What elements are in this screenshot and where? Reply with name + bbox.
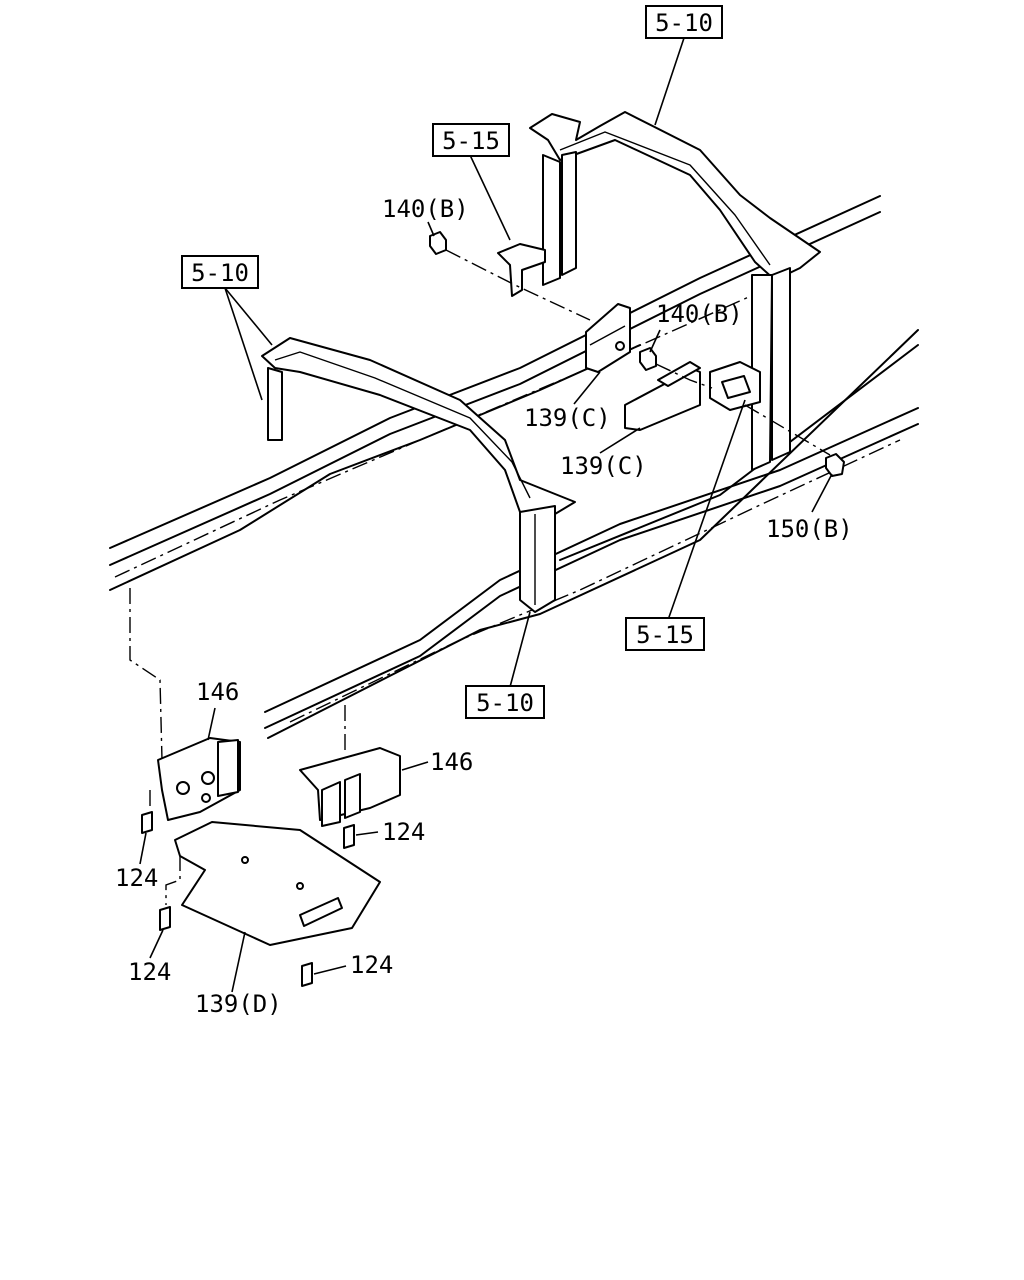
- frame-rail-front: [109, 195, 919, 739]
- bracket-146-right: [299, 747, 401, 827]
- label-139d: 139(D): [195, 990, 282, 1018]
- label-139c-upper: 139(C): [524, 404, 611, 432]
- svg-text:5-10: 5-10: [476, 689, 534, 717]
- bracket-139c-upper: [585, 303, 631, 373]
- label-146-left: 146: [196, 678, 239, 706]
- nut-150b-icon: [825, 453, 845, 477]
- bracket-139c-lower: [624, 361, 701, 431]
- svg-text:5-10: 5-10: [191, 259, 249, 287]
- label-140b-right: 140(B): [656, 300, 743, 328]
- label-124-right-lower: 124: [350, 951, 393, 979]
- ref-box-5-10-left: 5-10: [181, 255, 259, 289]
- ref-box-5-15-top: 5-15: [432, 123, 510, 157]
- svg-text:5-15: 5-15: [442, 127, 500, 155]
- cross-member-right: [529, 111, 821, 471]
- plate-139d: [174, 821, 381, 946]
- bracket-5-15-upper: [497, 243, 546, 297]
- cross-member-left: [261, 337, 576, 613]
- label-140b-top: 140(B): [382, 195, 469, 223]
- label-139c-lower: 139(C): [560, 452, 647, 480]
- ref-box-5-10-top: 5-10: [645, 5, 723, 39]
- bracket-5-15-lower: [709, 361, 761, 411]
- bolt-140b-right-icon: [639, 347, 657, 371]
- svg-text:5-10: 5-10: [655, 9, 713, 37]
- ref-box-5-10-bottom: 5-10: [465, 685, 545, 719]
- leader-lines: [139, 37, 833, 993]
- ref-box-5-15-right: 5-15: [625, 617, 705, 651]
- bolt-124-icons: [141, 811, 355, 987]
- label-124-left-lower: 124: [128, 958, 171, 986]
- label-124-right-upper: 124: [382, 818, 425, 846]
- label-150b: 150(B): [766, 515, 853, 543]
- bracket-146-left: [157, 737, 241, 821]
- bolt-140b-top-icon: [429, 231, 447, 255]
- label-124-left-upper: 124: [115, 864, 158, 892]
- svg-text:5-15: 5-15: [636, 621, 694, 649]
- label-146-right: 146: [430, 748, 473, 776]
